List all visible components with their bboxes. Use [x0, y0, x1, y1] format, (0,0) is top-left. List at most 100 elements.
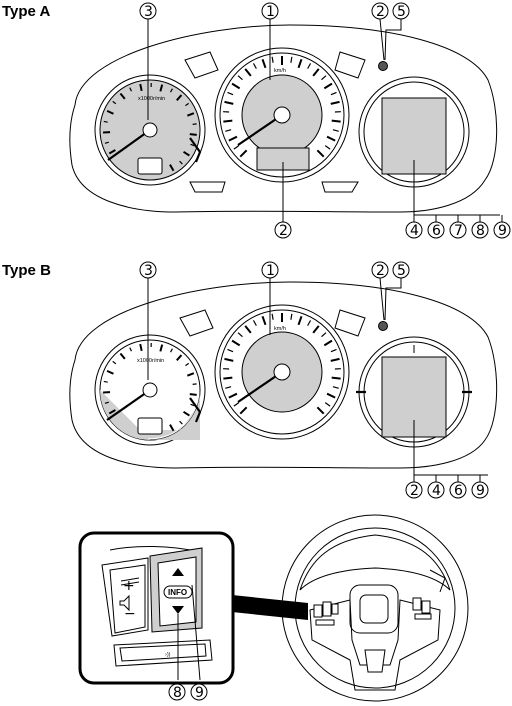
type-b-tacho-unit: x1000r/min — [137, 358, 164, 364]
gauge-tick — [244, 325, 252, 334]
type-a-redzone — [189, 137, 202, 163]
gauge-tick — [119, 92, 126, 100]
type-b-callout-br-6: 6 — [454, 483, 463, 499]
speaker-icon — [119, 594, 130, 612]
type-a-speedometer: km/h — [214, 47, 350, 183]
gauge-tick — [330, 357, 340, 362]
gauge-tick — [112, 360, 117, 365]
gauge-tick — [239, 149, 248, 158]
gauge-tick — [185, 102, 190, 107]
info-up-arrow-icon[interactable] — [172, 568, 184, 576]
gauge-tick — [237, 332, 243, 338]
gauge-tick — [176, 354, 183, 361]
steering-callouts: 8 9 — [168, 584, 208, 701]
gauge-tick — [103, 380, 108, 383]
gauge-tick — [183, 410, 190, 417]
gauge-tick — [332, 129, 339, 132]
gauge-tick — [106, 369, 114, 375]
gauge-tick — [330, 91, 337, 96]
gauge-tick — [297, 315, 303, 326]
gauge-tick — [244, 68, 252, 77]
gauge-tick — [223, 119, 233, 123]
type-a-trim-br — [321, 181, 359, 193]
type-a-callout-br-8: 8 — [476, 223, 485, 239]
type-a-callout-br-circle — [405, 221, 423, 239]
gauge-tick — [233, 145, 240, 150]
gauge-tick — [139, 343, 143, 352]
gauge-tick — [225, 386, 232, 389]
gauge-tick — [112, 100, 117, 105]
gauge-tick — [227, 91, 234, 96]
gauge-tick — [331, 119, 341, 123]
gauge-tick — [189, 393, 197, 396]
gauge-tick — [169, 348, 173, 353]
type-a-indicator-light — [378, 61, 388, 71]
gauge-ticks — [103, 343, 197, 432]
type-a-section: Type A x1000r/min km/h — [2, 2, 511, 239]
type-b-callout-br-2: 2 — [410, 483, 419, 499]
gauge-tick — [312, 68, 320, 77]
type-b-tacho-needle — [106, 389, 151, 421]
type-b-speedo-needle — [237, 371, 283, 403]
gauge-tick — [190, 403, 195, 407]
gauge-tick — [223, 376, 233, 380]
gauge-tick — [307, 63, 312, 69]
gauge-ticks — [103, 83, 197, 172]
gauge-tick — [224, 100, 234, 105]
type-b-redzone — [189, 397, 202, 423]
gauge-tick — [139, 83, 143, 92]
gauge-tick — [186, 372, 195, 377]
gauge-tick — [228, 135, 238, 142]
gauge-tick — [224, 357, 234, 362]
type-a-trim-right — [334, 51, 366, 79]
volume-switch: + − — [101, 557, 149, 637]
gauge-tick — [103, 120, 108, 123]
info-button[interactable] — [163, 585, 193, 599]
info-down-arrow-icon[interactable] — [172, 606, 184, 614]
gauge-tick — [271, 56, 274, 63]
gauge-tick — [108, 149, 116, 155]
type-b-callout-br-circle — [405, 481, 423, 499]
gauge-tick — [104, 401, 109, 404]
type-b-callout-br-circle — [427, 481, 445, 499]
gauge-tick — [159, 344, 164, 352]
gauge-tick — [176, 94, 183, 101]
gauge-tick — [321, 75, 327, 81]
volume-minus-label: − — [124, 606, 136, 622]
type-a-callout-br-7: 7 — [454, 223, 463, 239]
type-a-callout-2: 2 — [376, 4, 385, 20]
type-a-housing — [69, 24, 498, 213]
gauge-tick — [119, 352, 126, 360]
switch-zoom-panel: + − INFO ›)) — [78, 531, 235, 685]
type-b-trim-right — [334, 309, 366, 337]
type-b-speedometer: km/h — [214, 304, 350, 440]
gauge-tick — [129, 347, 133, 352]
gauge-tick — [252, 63, 257, 69]
gauge-tick — [231, 82, 241, 90]
gauge-tick — [331, 376, 341, 380]
type-b-callout-br-circle — [449, 481, 467, 499]
type-a-callout-br-circle — [449, 221, 467, 239]
gauge-tick — [252, 320, 257, 326]
type-b-indicator-light — [378, 321, 388, 331]
gauge-tick — [192, 123, 197, 125]
type-b-tacho-display — [137, 417, 163, 435]
type-a-trim-bl — [189, 181, 226, 193]
gauge-tick — [330, 348, 337, 353]
gauge-tick — [231, 339, 241, 347]
info-switch[interactable]: INFO — [149, 547, 203, 633]
gauge-tick — [290, 56, 293, 63]
type-a-callout-1: 1 — [266, 4, 275, 20]
gauge-tick — [169, 424, 175, 432]
type-a-callout-br-4: 4 — [410, 223, 419, 239]
gauge-tick — [297, 58, 303, 69]
gauge-tick — [324, 145, 331, 150]
steering-callout-9: 9 — [195, 685, 204, 701]
gauge-tick — [189, 133, 197, 136]
info-button-label: INFO — [168, 588, 187, 597]
gauge-tick — [326, 392, 336, 399]
